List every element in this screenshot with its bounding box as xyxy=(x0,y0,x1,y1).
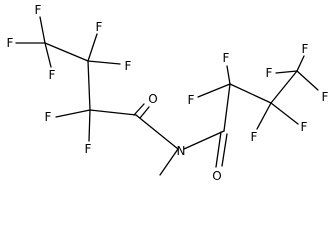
atom-f1: F xyxy=(7,36,14,50)
chemical-structure-diagram: F F F F F F F O N F F F F F F F O xyxy=(7,3,329,183)
atom-f6: F xyxy=(45,110,52,124)
atom-n1: N xyxy=(177,144,186,158)
atom-f7: F xyxy=(85,142,92,156)
bond-c6-f8 xyxy=(197,83,231,98)
bond-n-ch3 xyxy=(159,148,179,176)
atom-f14: F xyxy=(322,90,329,104)
atom-f5: F xyxy=(125,59,132,73)
bond-c4-o1-b xyxy=(139,106,150,119)
atom-f8: F xyxy=(188,93,195,107)
atom-o2: O xyxy=(212,169,221,183)
atom-f13: F xyxy=(302,42,309,56)
bond-c2-f4 xyxy=(87,33,98,62)
atom-f9: F xyxy=(223,51,230,65)
bond-c6-c7 xyxy=(229,83,272,104)
bond-c2-c3 xyxy=(87,60,91,111)
bond-c8-f12 xyxy=(275,70,298,74)
atom-f10: F xyxy=(251,130,258,144)
atom-f3: F xyxy=(49,68,56,82)
bond-c4-n xyxy=(135,114,179,150)
bond-c3-f6 xyxy=(55,109,91,118)
atom-f12: F xyxy=(266,66,273,80)
bond-c5-o2-a xyxy=(215,131,222,168)
bond-c4-o1-a xyxy=(133,103,145,116)
atom-f2: F xyxy=(35,3,42,17)
bond-c7-c8 xyxy=(270,70,298,104)
atom-labels: F F F F F F F O N F F F F F F F O xyxy=(7,3,329,183)
bond-c6-f9 xyxy=(226,65,231,85)
bond-n-c5 xyxy=(183,130,225,150)
bond-c2-f5 xyxy=(87,60,121,65)
bond-c5-o2-b xyxy=(221,133,228,167)
bond-c1-f3 xyxy=(44,42,52,68)
atom-f11: F xyxy=(301,120,308,134)
bond-c3-c4 xyxy=(89,109,137,116)
bond-c7-f10 xyxy=(256,102,272,130)
bond-c1-f2 xyxy=(39,16,46,44)
atom-f4: F xyxy=(96,20,103,34)
bonds xyxy=(15,16,319,176)
bond-c8-f13 xyxy=(296,55,305,72)
bond-c1-c2 xyxy=(44,42,89,62)
bond-c8-f14 xyxy=(296,70,319,91)
atom-o1: O xyxy=(148,92,157,106)
bond-c7-f11 xyxy=(270,102,299,125)
bond-c5-c6 xyxy=(223,83,231,132)
bond-c3-f7 xyxy=(88,109,91,142)
